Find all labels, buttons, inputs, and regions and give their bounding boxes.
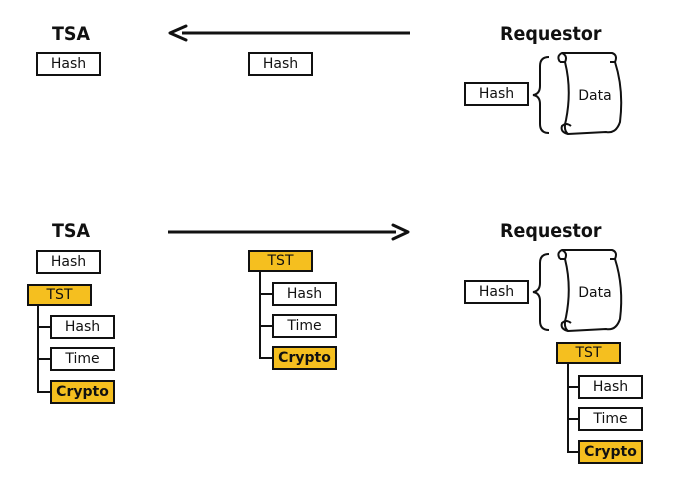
transit-tst-tree-line [259,272,261,358]
curly-brace-icon [532,56,550,134]
requestor-tst-box: TST [556,342,621,364]
requestor-tst-tree-line [567,364,569,452]
transit-tst-time-box: Time [272,314,337,338]
data-label-bottom: Data [578,285,611,301]
scroll-document-icon [557,52,623,135]
requestor-hash-box-bottom: Hash [464,280,529,304]
tsa-tst-branch [37,326,51,328]
tsa-hash-box-bottom: Hash [36,250,101,274]
arrow-left-icon [168,24,410,42]
tsa-tst-crypto-box: Crypto [50,380,115,404]
requestor-tst-branch [567,451,581,453]
tsa-title-top: TSA [52,23,91,45]
tsa-tst-branch [37,391,51,393]
tsa-tst-box: TST [27,284,92,306]
tsa-tst-tree-line [37,306,39,392]
requestor-tst-branch [567,418,581,420]
tsa-title-bottom: TSA [52,220,91,242]
scroll-document-icon [557,249,623,332]
transit-tst-branch [259,325,273,327]
requestor-title-bottom: Requestor [500,220,602,242]
requestor-tst-time-box: Time [578,407,643,431]
tsa-hash-box-top: Hash [36,52,101,76]
transit-tst-box: TST [248,250,313,272]
requestor-tst-crypto-box: Crypto [578,440,643,464]
requestor-tst-hash-box: Hash [578,375,643,399]
tsa-tst-time-box: Time [50,347,115,371]
requestor-title-top: Requestor [500,23,602,45]
tsa-tst-branch [37,358,51,360]
transit-tst-branch [259,357,273,359]
transit-hash-box: Hash [248,52,313,76]
tsa-tst-hash-box: Hash [50,315,115,339]
transit-tst-branch [259,293,273,295]
requestor-hash-box-top: Hash [464,82,529,106]
data-label-top: Data [578,88,611,104]
transit-tst-hash-box: Hash [272,282,337,306]
requestor-tst-branch [567,386,581,388]
curly-brace-icon [532,253,550,331]
arrow-right-icon [168,223,410,241]
transit-tst-crypto-box: Crypto [272,346,337,370]
